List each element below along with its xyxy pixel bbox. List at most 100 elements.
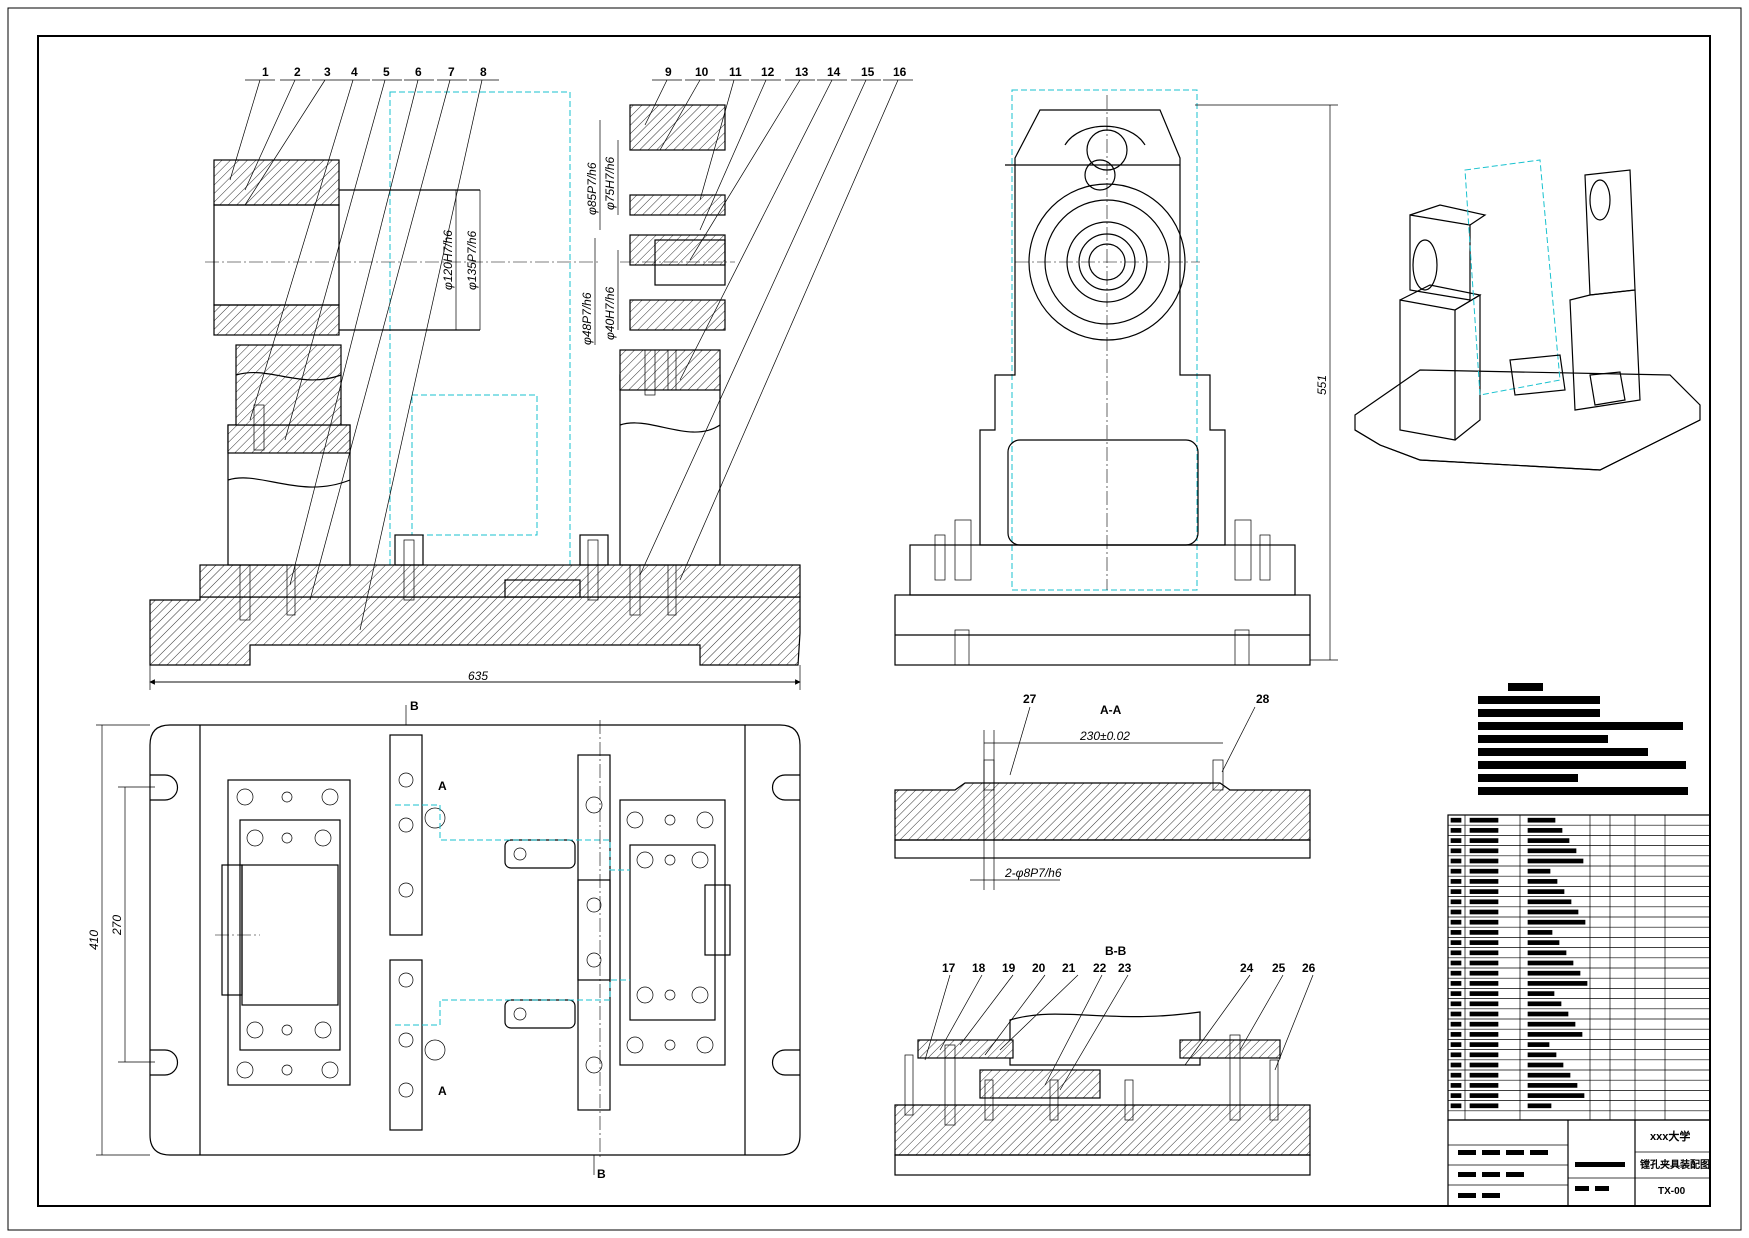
dim-410: 410 <box>87 930 101 950</box>
plan-view <box>96 705 801 1175</box>
parts-row-redacted <box>1527 1072 1571 1078</box>
parts-row-redacted <box>1527 1001 1562 1007</box>
part-no-21: 21 <box>1062 961 1076 975</box>
parts-row-redacted <box>1527 1042 1550 1047</box>
parts-row-redacted <box>1450 940 1462 945</box>
fit-135: φ135P7/h6 <box>465 230 479 290</box>
parts-row-redacted <box>1450 1093 1462 1098</box>
parts-row-redacted <box>1527 940 1560 945</box>
parts-row-redacted <box>1469 1062 1499 1068</box>
parts-row-redacted <box>1527 1032 1583 1037</box>
parts-row-redacted <box>1469 879 1499 884</box>
fit-2x8: 2-φ8P7/h6 <box>1004 866 1062 880</box>
parts-row-redacted <box>1450 991 1462 996</box>
part-no-28: 28 <box>1256 692 1270 706</box>
part-no-23: 23 <box>1118 961 1132 975</box>
part-no-9: 9 <box>665 65 672 79</box>
section-title-aa: A-A <box>1100 703 1122 717</box>
parts-row-redacted <box>1469 940 1499 945</box>
parts-row-redacted <box>1527 879 1558 884</box>
parts-row-redacted <box>1469 909 1499 915</box>
dim-230: 230±0.02 <box>1079 729 1130 743</box>
parts-row-redacted <box>1527 1083 1578 1088</box>
parts-list-table <box>1447 814 1711 1121</box>
parts-row-redacted <box>1450 848 1462 854</box>
parts-row-redacted <box>1450 919 1462 925</box>
parts-row-redacted <box>1450 838 1462 843</box>
parts-row-redacted <box>1469 1093 1499 1098</box>
parts-row-redacted <box>1450 1103 1462 1109</box>
parts-row-redacted <box>1527 817 1556 823</box>
part-no-25: 25 <box>1272 961 1286 975</box>
fit-120: φ120H7/h6 <box>441 230 455 290</box>
section-b-b <box>894 974 1314 1176</box>
part-no-1: 1 <box>262 65 269 79</box>
leader-lines-top <box>229 79 913 631</box>
parts-row-redacted <box>1527 1093 1585 1098</box>
dim-551: 551 <box>1315 375 1329 395</box>
title-drawing-no: TX-00 <box>1658 1186 1686 1197</box>
parts-row-redacted <box>1527 1062 1564 1068</box>
parts-row-redacted <box>1469 960 1499 966</box>
part-no-10: 10 <box>695 65 709 79</box>
parts-row-redacted <box>1469 1021 1499 1027</box>
title-block <box>1447 1119 1711 1207</box>
parts-row-redacted <box>1450 1052 1462 1058</box>
parts-row-redacted <box>1469 991 1499 996</box>
parts-row-redacted <box>1469 1001 1499 1007</box>
parts-row-redacted <box>1527 1052 1557 1058</box>
part-no-3: 3 <box>324 65 331 79</box>
parts-row-redacted <box>1469 848 1499 854</box>
parts-row-redacted <box>1469 868 1499 874</box>
part-no-5: 5 <box>383 65 390 79</box>
part-no-16: 16 <box>893 65 907 79</box>
parts-row-redacted <box>1527 950 1567 956</box>
section-mark-b-bottom: B <box>597 1167 606 1181</box>
technical-notes-redacted <box>1478 683 1688 795</box>
part-no-8: 8 <box>480 65 487 79</box>
parts-row-redacted <box>1527 960 1574 966</box>
part-no-6: 6 <box>415 65 422 79</box>
parts-row-redacted <box>1469 1052 1499 1058</box>
part-no-12: 12 <box>761 65 775 79</box>
parts-row-redacted <box>1450 1072 1462 1078</box>
parts-row-redacted <box>1450 981 1462 986</box>
fit-48: φ48P7/h6 <box>580 292 594 345</box>
part-no-11: 11 <box>729 65 742 79</box>
part-no-2: 2 <box>294 65 301 79</box>
part-no-17: 17 <box>942 961 956 975</box>
parts-row-redacted <box>1527 970 1581 976</box>
parts-row-redacted <box>1450 1032 1462 1037</box>
part-no-24: 24 <box>1240 961 1254 975</box>
parts-row-redacted <box>1450 950 1462 956</box>
parts-row-redacted <box>1450 1011 1462 1017</box>
parts-row-redacted <box>1469 950 1499 956</box>
part-no-14: 14 <box>827 65 841 79</box>
parts-row-redacted <box>1450 930 1462 935</box>
dim-635: 635 <box>468 669 488 683</box>
parts-row-redacted <box>1469 817 1499 823</box>
parts-row-redacted <box>1527 981 1588 986</box>
parts-row-redacted <box>1527 899 1572 905</box>
section-mark-b-top: B <box>410 699 419 713</box>
parts-row-redacted <box>1450 858 1462 864</box>
parts-row-redacted <box>1469 1103 1499 1109</box>
parts-row-redacted <box>1469 1032 1499 1037</box>
isometric-view <box>1354 159 1701 471</box>
part-no-19: 19 <box>1002 961 1016 975</box>
parts-row-redacted <box>1469 1042 1499 1047</box>
section-a-a <box>894 706 1311 890</box>
parts-row-redacted <box>1527 848 1577 854</box>
part-number-labels-top: 1 2 3 4 5 6 7 8 9 10 11 12 13 14 15 16 <box>262 65 907 79</box>
part-no-7: 7 <box>448 65 455 79</box>
parts-row-redacted <box>1450 899 1462 905</box>
parts-row-redacted <box>1469 981 1499 986</box>
part-no-18: 18 <box>972 961 986 975</box>
part-no-13: 13 <box>795 65 809 79</box>
part-no-22: 22 <box>1093 961 1107 975</box>
dim-270: 270 <box>110 915 124 936</box>
part-no-4: 4 <box>351 65 358 79</box>
parts-row-redacted <box>1469 970 1499 976</box>
parts-row-redacted <box>1527 909 1579 915</box>
